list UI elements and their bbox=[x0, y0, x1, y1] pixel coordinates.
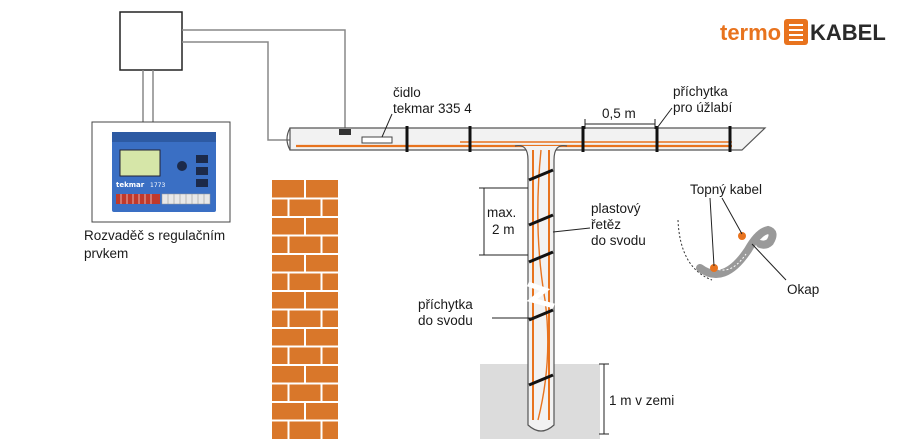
spacing-label: 0,5 m bbox=[602, 106, 636, 121]
gutter bbox=[286, 127, 767, 151]
brick-wall bbox=[272, 180, 338, 439]
gutter-clip-label-line2: pro úžlabí bbox=[673, 100, 733, 115]
downpipe bbox=[514, 144, 568, 432]
controller-label-line1: Rozvaděč s regulačním bbox=[84, 228, 225, 243]
max-dimension bbox=[479, 187, 528, 256]
gutter-clips bbox=[405, 126, 732, 152]
sensor bbox=[339, 113, 393, 144]
logo-kabel: KABEL bbox=[810, 20, 886, 45]
sensor-label-line1: čidlo bbox=[393, 85, 421, 100]
down-clip-label-line1: příchytka bbox=[418, 297, 473, 312]
ground-dimension bbox=[599, 363, 609, 435]
termokabel-logo: termo KABEL bbox=[720, 19, 886, 45]
max-label-line2: 2 m bbox=[492, 222, 515, 237]
controller-panel: tekmar 1773 bbox=[91, 121, 231, 223]
down-clip-label-line2: do svodu bbox=[418, 313, 473, 328]
eave-cross-section bbox=[677, 197, 787, 281]
wires bbox=[142, 29, 346, 141]
device-model: 1773 bbox=[150, 182, 165, 189]
controller-label-line2: prvkem bbox=[84, 246, 128, 261]
chain-label-line2: řetěz bbox=[591, 217, 621, 232]
downpipe-chain-clips bbox=[528, 168, 554, 387]
chain-leader bbox=[552, 227, 591, 233]
spacing-dimension bbox=[584, 119, 656, 129]
logo-coil-icon bbox=[784, 19, 808, 45]
brick-mortar bbox=[272, 180, 338, 439]
gutter-clip-leader bbox=[656, 107, 673, 129]
eave-label: Okap bbox=[787, 282, 819, 297]
gutter-clip-label-line1: příchytka bbox=[673, 84, 728, 99]
ground-label: 1 m v zemi bbox=[609, 393, 674, 408]
sensor-label-line2: tekmar 335 4 bbox=[393, 101, 472, 116]
logo-termo: termo bbox=[720, 20, 781, 45]
chain-label-line1: plastový bbox=[591, 201, 641, 216]
max-label-line1: max. bbox=[487, 205, 516, 220]
junction-box bbox=[119, 11, 183, 71]
chain-label-line3: do svodu bbox=[591, 233, 646, 248]
device-brand: tekmar bbox=[116, 181, 145, 189]
heating-cable-label: Topný kabel bbox=[690, 182, 762, 197]
